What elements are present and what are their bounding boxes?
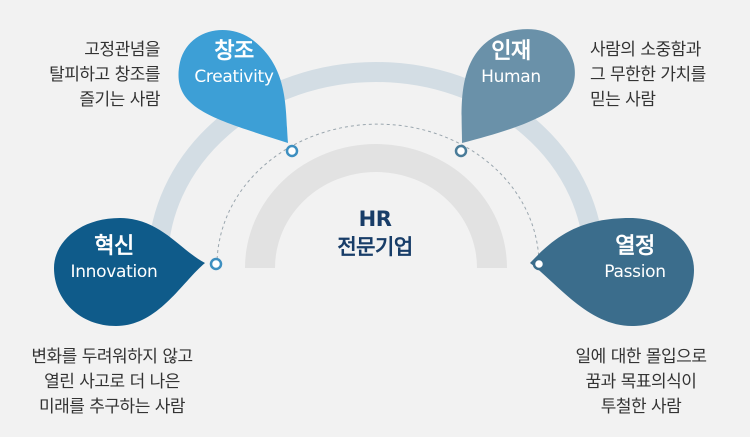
- human-desc-line: 믿는 사람: [590, 90, 656, 110]
- passion-ko: 열정: [615, 234, 655, 259]
- creativity-label: 창조 Creativity: [179, 39, 289, 89]
- innovation-desc: 변화를 두려워하지 않고 열린 사고로 더 나은 미래를 추구하는 사람: [2, 345, 222, 420]
- innovation-desc-line: 변화를 두려워하지 않고: [31, 347, 193, 367]
- center-line2: 전문기업: [337, 235, 413, 259]
- human-label: 인재 Human: [456, 39, 566, 89]
- passion-en: Passion: [604, 262, 666, 282]
- human-desc-line: 그 무한한 가치를: [590, 65, 706, 85]
- drop-innovation: [54, 218, 205, 326]
- center-line1: HR: [358, 207, 392, 231]
- innovation-desc-line: 열린 사고로 더 나은: [44, 372, 180, 392]
- innovation-desc-line: 미래를 추구하는 사람: [38, 397, 186, 417]
- inner-ring: [245, 144, 507, 268]
- passion-desc-line: 꿈과 목표의식이: [585, 372, 697, 392]
- human-en: Human: [481, 67, 541, 87]
- human-desc: 사람의 소중함과 그 무한한 가치를 믿는 사람: [590, 38, 748, 113]
- passion-label: 열정 Passion: [580, 234, 690, 284]
- passion-desc-line: 일에 대한 몰입으로: [575, 347, 707, 367]
- dotted-arc: [216, 123, 540, 266]
- drop-creativity: [178, 30, 288, 143]
- passion-desc-line: 투철한 사람: [600, 397, 682, 417]
- outer-arc: [148, 62, 604, 263]
- creativity-en: Creativity: [194, 67, 274, 87]
- human-desc-line: 사람의 소중함과: [590, 40, 701, 60]
- creativity-ko: 창조: [214, 39, 254, 64]
- node-innovation: [209, 257, 223, 271]
- passion-desc: 일에 대한 몰입으로 꿈과 목표의식이 투철한 사람: [531, 345, 750, 420]
- creativity-desc-line: 즐기는 사람: [79, 90, 160, 110]
- creativity-desc-line: 고정관념을: [84, 40, 160, 60]
- drop-human: [461, 29, 575, 143]
- node-creativity: [285, 144, 299, 158]
- human-ko: 인재: [491, 39, 531, 64]
- creativity-desc: 고정관념을 탈피하고 창조를 즐기는 사람: [0, 38, 160, 113]
- creativity-desc-line: 탈피하고 창조를: [49, 65, 160, 85]
- node-passion: [532, 257, 546, 271]
- innovation-label: 혁신 Innovation: [59, 234, 169, 284]
- innovation-en: Innovation: [70, 262, 158, 282]
- node-human: [454, 144, 468, 158]
- drop-passion: [530, 218, 694, 326]
- innovation-ko: 혁신: [94, 234, 134, 259]
- center-title: HR 전문기업: [275, 205, 475, 261]
